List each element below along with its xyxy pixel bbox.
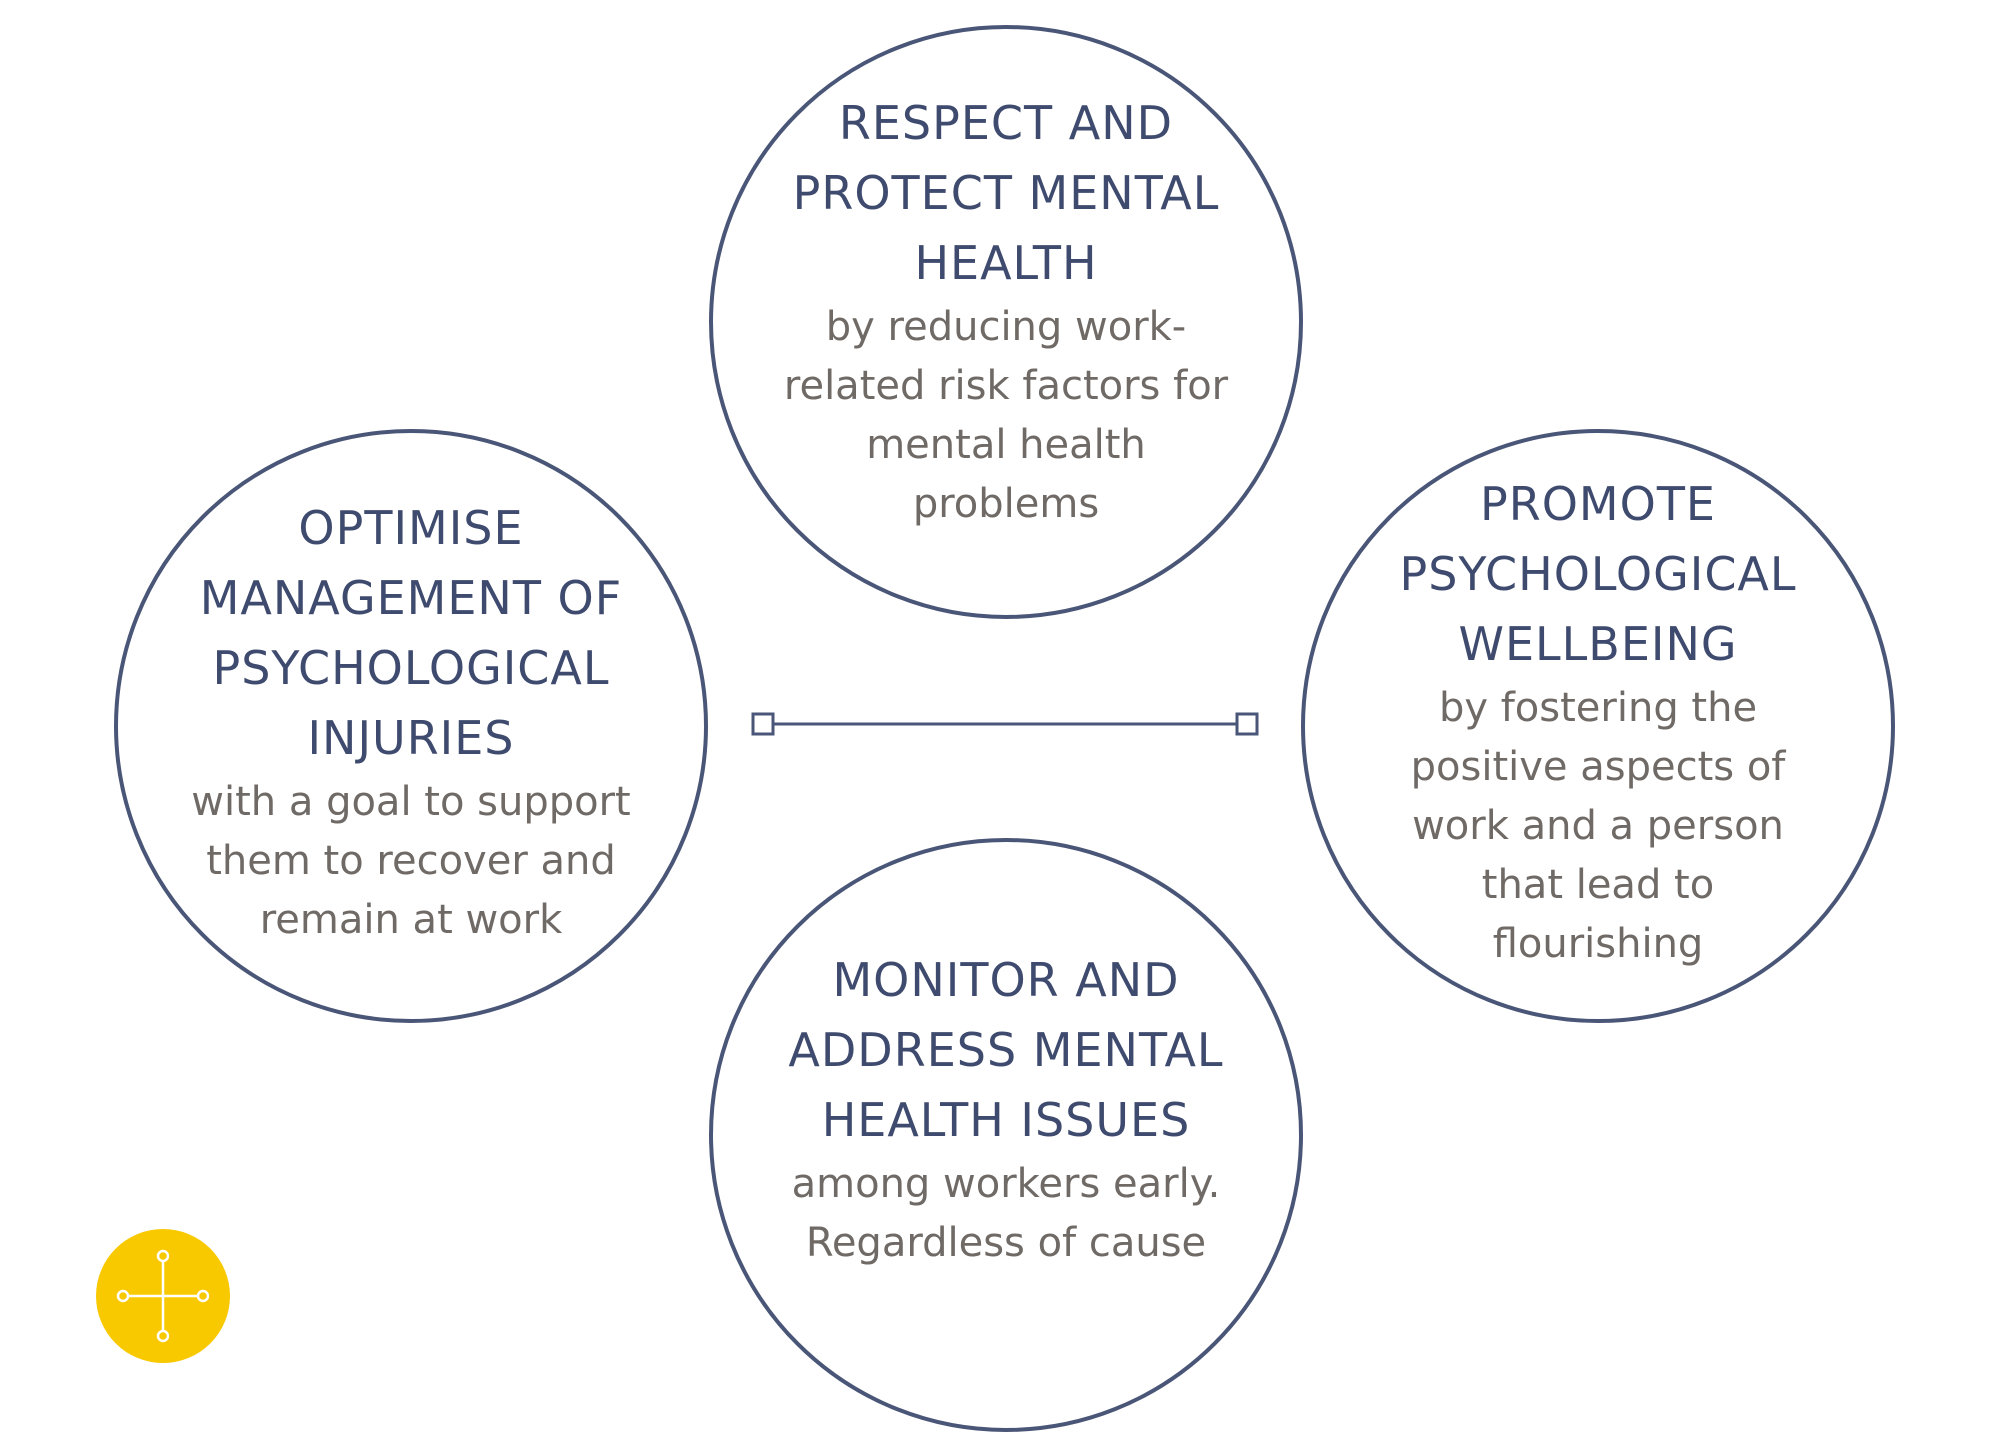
circle-content: RESPECT AND PROTECT MENTAL HEALTH by red…	[784, 88, 1228, 534]
circle-heading: RESPECT AND PROTECT MENTAL HEALTH	[792, 96, 1220, 290]
circle-description: by fostering the positive aspects of wor…	[1410, 684, 1786, 967]
circle-content: PROMOTE PSYCHOLOGICAL WELLBEING by foste…	[1399, 469, 1796, 974]
circle-heading: MONITOR AND ADDRESS MENTAL HEALTH ISSUES	[788, 953, 1224, 1147]
circle-respect-protect: RESPECT AND PROTECT MENTAL HEALTH by red…	[709, 25, 1303, 619]
circle-heading: PROMOTE PSYCHOLOGICAL WELLBEING	[1399, 476, 1797, 671]
circle-promote-wellbeing: PROMOTE PSYCHOLOGICAL WELLBEING by foste…	[1301, 429, 1895, 1023]
circle-heading: OPTIMISE MANAGEMENT OF PSYCHOLOGICAL INJ…	[199, 500, 623, 765]
circle-optimise-management: OPTIMISE MANAGEMENT OF PSYCHOLOGICAL INJ…	[114, 429, 708, 1023]
plus-connector-icon	[96, 1229, 230, 1363]
circle-description: with a goal to support them to recover a…	[191, 778, 631, 943]
connector-line	[751, 712, 1259, 736]
circle-description: by reducing work- related risk factors f…	[783, 304, 1229, 527]
circle-content: MONITOR AND ADDRESS MENTAL HEALTH ISSUES…	[788, 945, 1223, 1273]
circle-description: among workers early. Regardless of cause	[791, 1161, 1221, 1266]
circle-content: OPTIMISE MANAGEMENT OF PSYCHOLOGICAL INJ…	[191, 493, 630, 950]
circle-monitor-address: MONITOR AND ADDRESS MENTAL HEALTH ISSUES…	[709, 838, 1303, 1432]
connector-left-handle	[751, 712, 775, 736]
connector-right-handle	[1235, 712, 1259, 736]
